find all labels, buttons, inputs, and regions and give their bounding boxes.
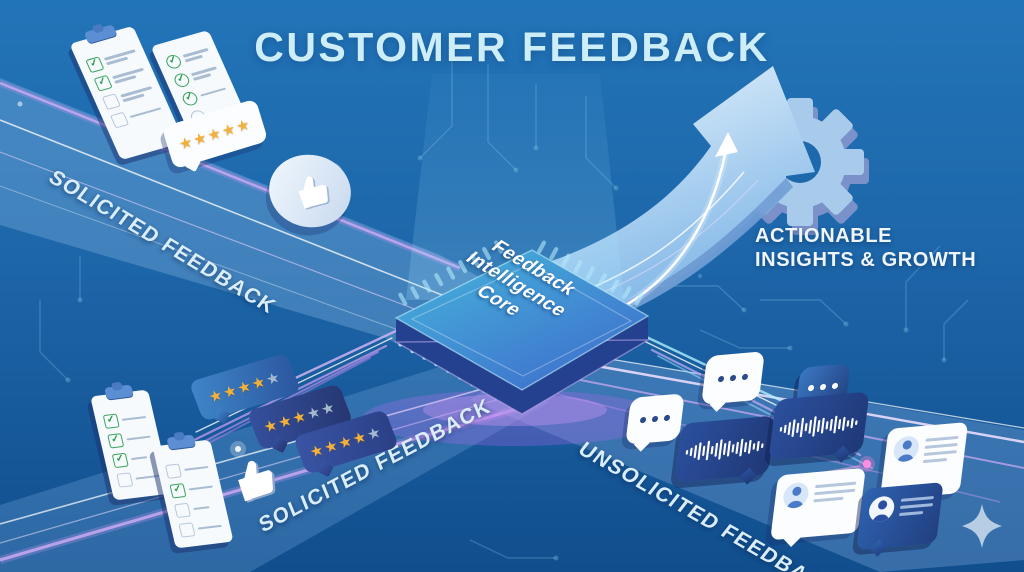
review-card-icon bbox=[856, 482, 944, 550]
label-actionable-line2: INSIGHTS & GROWTH bbox=[755, 249, 977, 272]
waveform-bars bbox=[779, 415, 858, 438]
gold-stars: ★★★★★ bbox=[176, 115, 254, 154]
thumbs-up-icon bbox=[216, 441, 288, 517]
chat-typing-bubble-icon bbox=[625, 393, 685, 445]
avatar bbox=[867, 495, 896, 523]
voice-waveform-bubble-icon bbox=[768, 391, 870, 461]
review-card-icon bbox=[770, 467, 866, 541]
label-actionable-insights: ACTIONABLE INSIGHTS & GROWTH bbox=[755, 224, 976, 273]
voice-waveform-bubble-icon bbox=[674, 415, 776, 483]
page-title: CUSTOMER FEEDBACK bbox=[254, 24, 770, 70]
thumbs-up-icon bbox=[258, 146, 362, 236]
avatar bbox=[781, 481, 810, 510]
chat-typing-bubble-icon bbox=[701, 351, 765, 405]
waveform-bars bbox=[685, 438, 764, 461]
avatar bbox=[892, 435, 921, 463]
sparkle-icon bbox=[962, 504, 1002, 548]
chip-light-column bbox=[406, 74, 624, 300]
label-actionable-line1: ACTIONABLE bbox=[755, 225, 893, 247]
